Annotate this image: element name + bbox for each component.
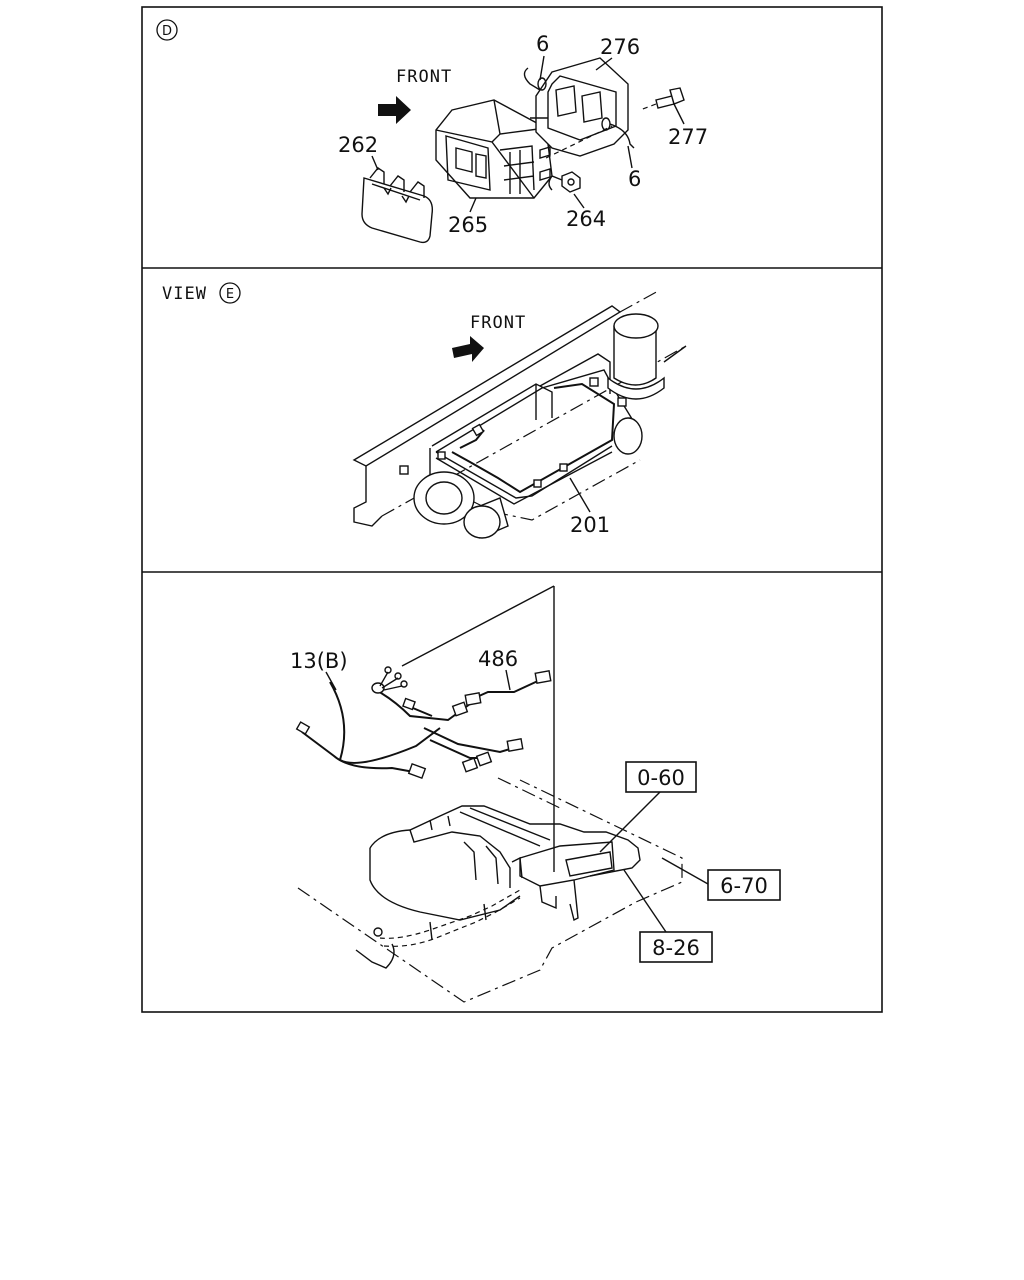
panel-e-marker: E <box>219 282 241 304</box>
panel-d: D FRONT <box>156 19 708 244</box>
ref-box-8-26: 8-26 <box>623 869 713 963</box>
cab-floor <box>297 779 683 1003</box>
front-label-e: FRONT <box>470 313 526 333</box>
panel-e: VIEW E FRONT <box>162 282 687 539</box>
front-label-d: FRONT <box>396 67 452 87</box>
panel-d-leaders <box>371 55 685 213</box>
relay-box-265 <box>435 99 553 199</box>
ref-6-70: 6-70 <box>720 874 768 898</box>
bolt-277 <box>639 87 685 111</box>
relay-cover-262 <box>361 167 434 244</box>
callout-486: 486 <box>478 647 518 671</box>
callout-6-bottom: 6 <box>628 167 641 191</box>
panel-f: 13(B) 486 <box>290 585 781 1003</box>
callout-277: 277 <box>668 125 708 149</box>
ref-box-0-60: 0-60 <box>599 761 697 853</box>
air-tank <box>607 313 687 400</box>
filter-canister-right <box>613 417 643 455</box>
callout-264: 264 <box>566 207 606 231</box>
panel-e-marker-letter: E <box>226 287 234 302</box>
ref-8-26: 8-26 <box>652 936 700 960</box>
relay-bracket-276 <box>523 57 635 157</box>
harness-13b <box>295 666 524 779</box>
callout-201: 201 <box>570 513 610 537</box>
callout-6-top: 6 <box>536 32 549 56</box>
callout-262: 262 <box>338 133 378 157</box>
ref-box-6-70: 6-70 <box>661 857 781 901</box>
callout-276: 276 <box>600 35 640 59</box>
nut-264 <box>548 171 581 193</box>
callout-265: 265 <box>448 213 488 237</box>
front-arrow-e-icon <box>452 336 484 362</box>
diagram-frame <box>141 6 883 1013</box>
callout-13b: 13(B) <box>290 649 348 673</box>
panel-d-marker-letter: D <box>162 24 172 39</box>
filter-canister-small <box>463 497 509 539</box>
canister-bracket <box>429 353 641 521</box>
ref-0-60: 0-60 <box>637 766 685 790</box>
front-arrow-d-icon <box>378 96 411 124</box>
harness-486 <box>464 669 552 706</box>
panel-d-marker: D <box>156 19 178 41</box>
harness-201 <box>399 377 627 513</box>
filter-canister-large <box>413 471 475 525</box>
view-label: VIEW <box>162 284 207 304</box>
